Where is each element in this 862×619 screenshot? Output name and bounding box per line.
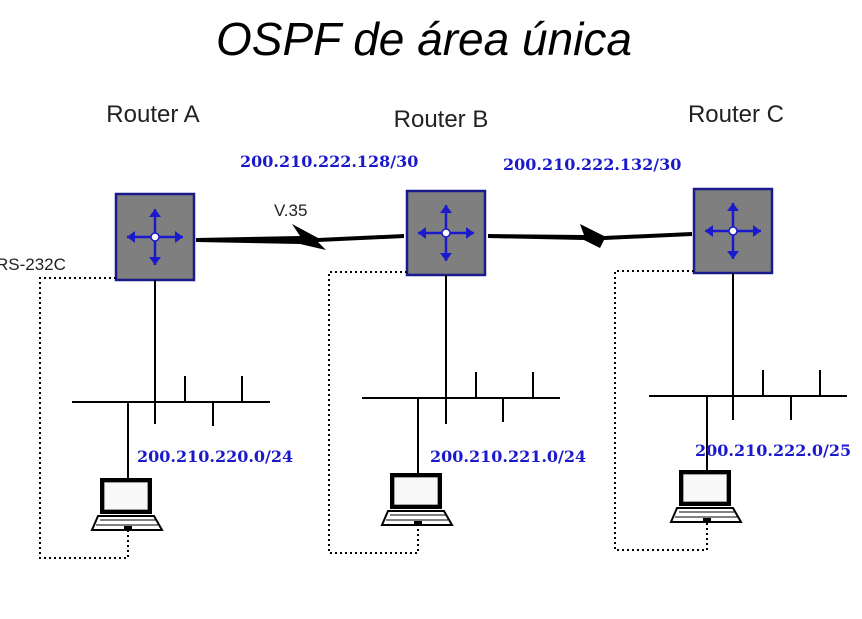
console-cable-b	[328, 271, 419, 554]
router-c-label: Router C	[688, 101, 784, 128]
serial-ab-network-label: 200.210.222.128/30	[240, 152, 418, 171]
lan-c	[649, 273, 847, 472]
lan-b-network-label: 200.210.221.0/24	[430, 447, 586, 466]
laptop-icon	[670, 469, 742, 523]
router-c	[692, 187, 774, 275]
serial-link-bc	[488, 224, 692, 248]
lan-b	[362, 275, 560, 474]
lan-c-network-label: 200.210.222.0/25	[695, 441, 851, 460]
rs232c-label: RS-232C	[0, 255, 66, 274]
serial-link-ab	[196, 224, 404, 250]
router-a	[114, 192, 196, 282]
router-a-label: Router A	[106, 101, 199, 128]
laptop-icon	[381, 472, 453, 526]
router-b	[405, 189, 487, 277]
laptop-icon	[91, 477, 163, 531]
router-b-label: Router B	[394, 106, 489, 133]
v35-label: V.35	[274, 201, 307, 220]
lan-a-network-label: 200.210.220.0/24	[137, 447, 293, 466]
lan-a	[72, 280, 270, 480]
diagram-title: OSPF de área única	[216, 13, 632, 65]
serial-bc-network-label: 200.210.222.132/30	[503, 155, 681, 174]
console-cable-a	[39, 277, 129, 559]
